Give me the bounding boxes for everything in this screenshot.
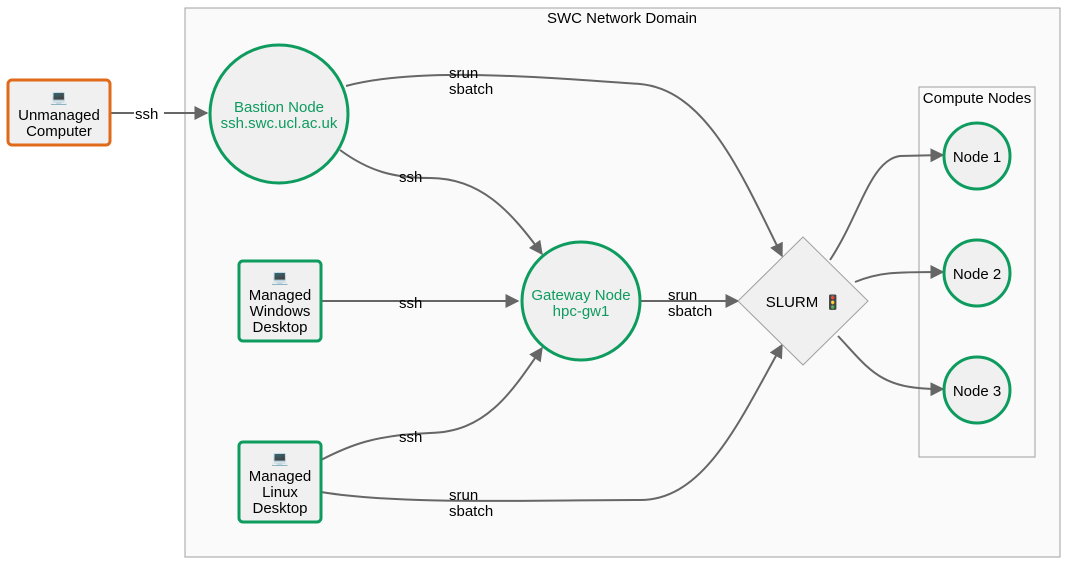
compute-node-3[interactable]: Node 3 — [942, 355, 1012, 425]
node1-label: Node 1 — [953, 149, 1001, 166]
node2-label: Node 2 — [953, 266, 1001, 283]
gateway-line1: Gateway Node — [531, 287, 630, 304]
edge-label-bastion-gateway: ssh — [399, 169, 422, 186]
bastion-node[interactable]: Bastion Node ssh.swc.ucl.ac.uk — [208, 43, 350, 185]
windows-line1: Managed — [249, 287, 312, 304]
laptop-icon: 💻 — [271, 269, 289, 286]
linux-line3: Desktop — [252, 500, 307, 517]
laptop-icon: 💻 — [271, 450, 289, 467]
unmanaged-computer-node[interactable]: 💻 Unmanaged Computer — [6, 78, 112, 147]
traffic-light-icon: 🚦 — [824, 294, 841, 311]
edge-label-linux-slurm-srun: srun — [449, 487, 478, 504]
compute-node-2[interactable]: Node 2 — [942, 238, 1012, 308]
unmanaged-line1: Unmanaged — [18, 107, 100, 124]
edge-slurm-node2 — [854, 265, 945, 283]
gateway-node[interactable]: Gateway Node hpc-gw1 — [520, 240, 642, 362]
edge-label-gateway-slurm-srun: srun — [668, 287, 697, 304]
slurm-node[interactable]: SLURM 🚦 — [737, 236, 869, 366]
edges: ssh srun sbatch ssh ssh ssh srun sbatch … — [110, 65, 945, 520]
edge-bastion-gateway — [339, 149, 543, 256]
edge-label-linux-slurm-sbatch: sbatch — [449, 503, 493, 520]
windows-line2: Windows — [250, 303, 311, 320]
laptop-icon: 💻 — [50, 89, 68, 106]
managed-windows-desktop-node[interactable]: 💻 Managed Windows Desktop — [237, 259, 323, 343]
edge-label-linux-gateway: ssh — [399, 429, 422, 446]
edge-bastion-slurm — [345, 73, 783, 258]
edge-label-bastion-slurm-srun: srun — [449, 65, 478, 82]
edge-label-unmanaged-bastion: ssh — [135, 106, 158, 123]
edge-linux-gateway — [320, 346, 543, 461]
edge-label-windows-gateway: ssh — [399, 295, 422, 312]
compute-nodes-title: Compute Nodes — [923, 90, 1031, 107]
node3-label: Node 3 — [953, 383, 1001, 400]
compute-node-1[interactable]: Node 1 — [942, 121, 1012, 191]
edge-slurm-node3 — [837, 335, 945, 397]
nodes: 💻 Unmanaged Computer Bastion Node ssh.sw… — [6, 43, 1012, 524]
bastion-line2: ssh.swc.ucl.ac.uk — [221, 115, 338, 132]
edge-slurm-node1 — [829, 148, 945, 261]
unmanaged-line2: Computer — [26, 123, 92, 140]
domain-title: SWC Network Domain — [547, 10, 697, 27]
bastion-line1: Bastion Node — [234, 99, 324, 116]
slurm-label: SLURM — [766, 294, 819, 311]
gateway-line2: hpc-gw1 — [553, 303, 610, 320]
edge-label-bastion-slurm-sbatch: sbatch — [449, 81, 493, 98]
edge-linux-slurm — [320, 343, 783, 502]
linux-line1: Managed — [249, 468, 312, 485]
edge-label-gateway-slurm-sbatch: sbatch — [668, 303, 712, 320]
windows-line3: Desktop — [252, 319, 307, 336]
linux-line2: Linux — [262, 484, 298, 501]
managed-linux-desktop-node[interactable]: 💻 Managed Linux Desktop — [237, 440, 323, 524]
